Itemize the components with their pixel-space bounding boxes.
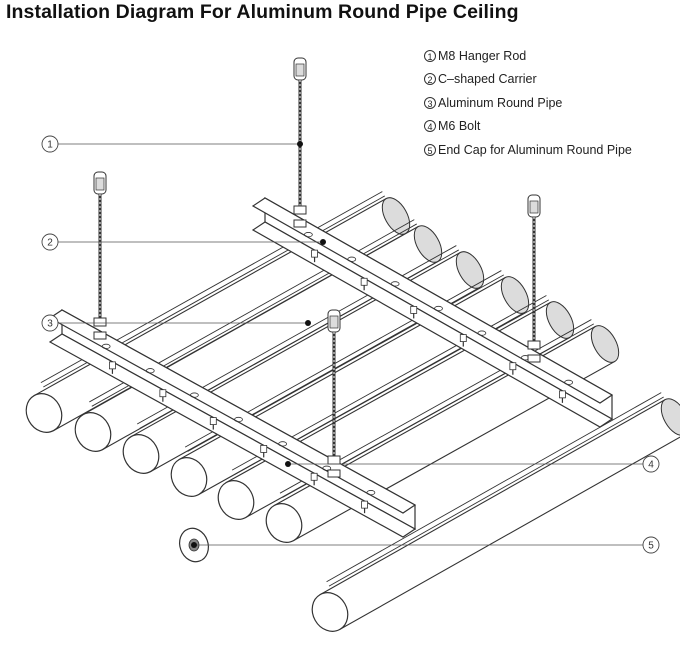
m6-bolt	[159, 389, 167, 402]
callout-4: 4	[285, 455, 660, 473]
legend-label: C–shaped Carrier	[438, 72, 537, 87]
callout-number: 5	[648, 541, 654, 552]
m6-bolt	[109, 361, 116, 374]
m6-bolt	[310, 472, 318, 486]
m6-bolt	[209, 417, 217, 430]
m6-bolt	[361, 500, 368, 514]
legend-item-bolt: 4 M6 Bolt	[424, 115, 632, 139]
m6-bolts	[109, 249, 566, 514]
c-shaped-carrier	[48, 308, 417, 538]
legend-number: 2	[424, 73, 436, 86]
callouts: 1 2 3 4 5	[41, 135, 660, 554]
legend-number: 5	[424, 143, 436, 156]
legend-number: 3	[424, 96, 436, 109]
legend-number: 1	[424, 49, 436, 62]
hanger-rod	[93, 171, 107, 340]
callout-3: 3	[41, 314, 311, 332]
hanger-rods	[93, 57, 541, 478]
callout-number: 2	[47, 238, 53, 249]
m6-bolt	[459, 334, 467, 347]
legend-label: Aluminum Round Pipe	[438, 95, 563, 110]
round-pipe	[311, 392, 680, 632]
c-shaped-carrier	[251, 196, 614, 428]
legend-label: M8 Hanger Rod	[438, 48, 527, 63]
callout-number: 4	[648, 460, 654, 471]
callout-1: 1	[41, 135, 303, 153]
callout-number: 1	[47, 140, 53, 151]
m6-bolt	[360, 277, 368, 291]
m6-bolt	[509, 362, 517, 375]
legend-item-carrier: 2 C–shaped Carrier	[424, 68, 632, 92]
legend-label: End Cap for Aluminum Round Pipe	[438, 142, 632, 157]
callout-5: 5	[191, 536, 660, 554]
c-shaped-carriers	[48, 196, 614, 538]
m6-bolt	[311, 249, 318, 263]
legend-number: 4	[424, 120, 436, 133]
hanger-rod	[527, 194, 541, 363]
legend-item-end-cap: 5 End Cap for Aluminum Round Pipe	[424, 138, 632, 162]
legend-label: M6 Bolt	[438, 119, 481, 134]
legend: 1 M8 Hanger Rod 2 C–shaped Carrier 3 Alu…	[424, 44, 632, 162]
m6-bolt	[260, 445, 268, 458]
callout-number: 3	[47, 319, 53, 330]
legend-item-hanger-rod: 1 M8 Hanger Rod	[424, 44, 632, 68]
m6-bolt	[559, 390, 566, 403]
hanger-rod	[327, 309, 341, 478]
diagram-title: Installation Diagram For Aluminum Round …	[6, 1, 519, 23]
m6-bolt	[410, 306, 418, 319]
legend-item-round-pipe: 3 Aluminum Round Pipe	[424, 91, 632, 115]
callout-2: 2	[41, 233, 326, 251]
